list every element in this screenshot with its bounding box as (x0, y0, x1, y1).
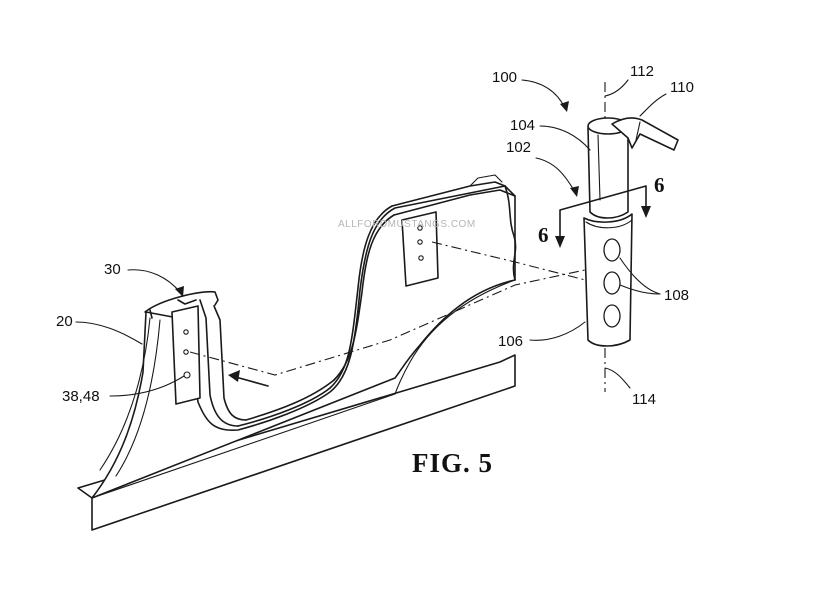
ref-110: 110 (670, 79, 694, 96)
ref-108: 108 (664, 287, 689, 304)
rail-channel-left-lip (149, 299, 197, 319)
leader-100-arrow (560, 101, 569, 112)
rail-channel-wall-right-inner (333, 214, 395, 381)
right-bracket-hole-3 (418, 255, 424, 261)
pin-assembly (521, 79, 679, 392)
slot-108-3 (603, 304, 621, 328)
right-bracket-hole-1 (417, 225, 423, 231)
leader-3848 (109, 375, 185, 397)
section-arrow-left (555, 236, 565, 248)
slot-108-2 (603, 271, 621, 295)
ref-114: 114 (632, 391, 656, 408)
rail-right-top-ridge (469, 174, 503, 187)
insertion-arrow-head (228, 370, 240, 382)
slot-108-1 (603, 238, 621, 262)
leader-114 (604, 367, 631, 389)
leader-104 (539, 125, 591, 151)
assembly-line-lower (189, 269, 586, 376)
ref-3848: 38,48 (62, 388, 100, 405)
section-arrow-right (641, 206, 651, 218)
rail-top-edge-outer (144, 290, 219, 313)
leader-102-arrow (570, 186, 579, 197)
leader-30 (127, 269, 181, 293)
leader-106 (529, 321, 586, 341)
leader-20 (75, 321, 143, 345)
ref-102: 102 (506, 139, 531, 156)
leader-108-b (619, 284, 661, 295)
ref-112: 112 (630, 63, 654, 80)
leader-110 (639, 93, 667, 117)
leader-102 (535, 157, 576, 193)
ref-104: 104 (510, 117, 535, 134)
left-bracket (171, 305, 201, 405)
ref-100: 100 (492, 69, 517, 86)
right-bracket (401, 211, 439, 287)
assembly-lines (189, 241, 606, 387)
left-bracket-hole-2 (183, 349, 189, 355)
section-label-left: 6 (538, 223, 549, 247)
clip-110-edge (635, 121, 641, 141)
upper-tube (587, 123, 629, 219)
watermark: ALLFORDMUSTANGS.COM (338, 219, 476, 230)
rail-arch-contour (394, 279, 516, 395)
lower-tube-joint (585, 219, 633, 229)
assembly-line-upper (431, 241, 606, 286)
right-bracket-hole-2 (417, 239, 423, 245)
rail-break-line (504, 185, 517, 281)
rail-channel-wall-left (199, 299, 239, 427)
section-label-right: 6 (654, 173, 665, 197)
leader-112 (604, 79, 629, 97)
rail-leaders (75, 269, 185, 397)
clip-110 (611, 117, 679, 151)
rail-base-line (91, 393, 396, 499)
rail-channel-floor (237, 379, 335, 427)
figure-title: FIG. 5 (412, 448, 493, 478)
leader-30-arrow (175, 286, 184, 297)
upper-tube-highlight (597, 134, 601, 201)
leader-108-a (619, 257, 661, 295)
left-bracket-hole-3 (183, 371, 191, 379)
rail-left-contour-1 (99, 317, 151, 471)
ref-106: 106 (498, 333, 523, 350)
left-bracket-hole-1 (183, 329, 189, 335)
ref-20: 20 (56, 313, 73, 330)
rail-left-contour-2 (115, 319, 161, 477)
ref-30: 30 (104, 261, 121, 278)
section-line (559, 185, 647, 241)
rail-channel-wall-left-inner (213, 305, 247, 421)
leader-100 (521, 79, 566, 109)
